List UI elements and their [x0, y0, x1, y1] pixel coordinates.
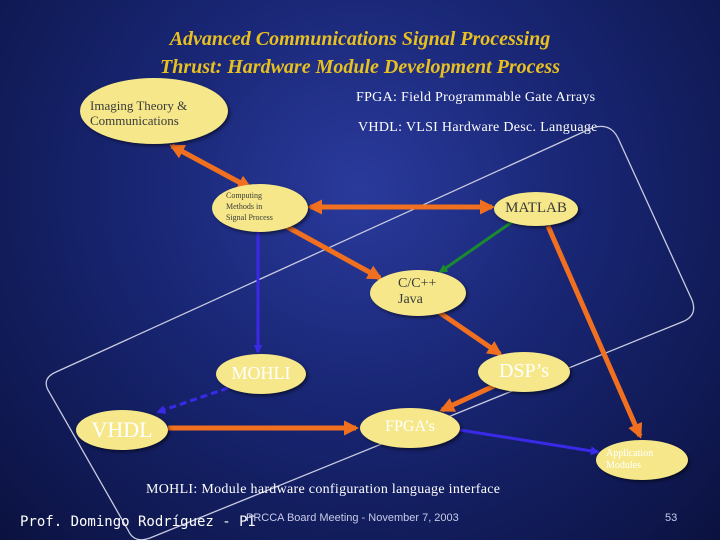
title-line-1: Advanced Communications Signal Processin… [169, 28, 551, 50]
arrow-imaging-computing [169, 143, 253, 191]
node-computing-line2: Methods in [226, 202, 263, 211]
node-vhdl-label: VHDL [91, 417, 153, 442]
arrow-matlab-cpp [438, 220, 513, 274]
footer-presenter: Prof. Domingo Rodríguez - PI [20, 514, 257, 530]
note-mohli: MOHLI: Module hardware configuration lan… [146, 482, 501, 497]
node-application-modules: Application Modules [596, 440, 688, 480]
node-cpp-java: C/C++ Java [370, 270, 466, 316]
node-dsp-label: DSP’s [498, 360, 550, 382]
note-vhdl: VHDL: VLSI Hardware Desc. Language [358, 120, 598, 135]
node-computing-line3: Signal Process [226, 213, 273, 222]
arrow-cpp-dsp [428, 303, 503, 357]
node-vhdl: VHDL [76, 410, 168, 450]
arrow-fpga-app [459, 428, 600, 456]
node-app-line2: Modules [606, 460, 641, 471]
pipeline-outline [45, 125, 695, 540]
node-mohli-label: MOHLI [231, 363, 291, 383]
node-mohli: MOHLI [216, 354, 306, 394]
node-matlab: MATLAB [494, 192, 578, 226]
node-imaging-line1: Imaging Theory & [90, 98, 188, 113]
node-imaging-theory: Imaging Theory & Communications [80, 78, 228, 144]
node-computing-methods: Computing Methods in Signal Process [212, 184, 308, 232]
arrow-dsp-fpga [439, 383, 496, 413]
footer-meeting: PRCCA Board Meeting - November 7, 2003 [246, 512, 459, 524]
node-fpga-label: FPGA’s [385, 418, 435, 435]
node-computing-line1: Computing [226, 191, 263, 200]
arrow-mohli-vhdl [156, 386, 229, 414]
node-cpp-line1: C/C++ [398, 276, 437, 291]
title-line-2: Thrust: Hardware Module Development Proc… [160, 56, 560, 78]
node-dsp: DSP’s [478, 352, 570, 392]
node-matlab-label: MATLAB [505, 200, 567, 216]
node-app-line1: Application [606, 448, 654, 459]
note-fpga: FPGA: Field Programmable Gate Arrays [356, 90, 596, 105]
node-imaging-line2: Communications [90, 113, 179, 128]
node-fpgas: FPGA’s [360, 408, 460, 448]
arrow-matlab-app [545, 224, 643, 439]
footer-page-number: 53 [665, 512, 678, 524]
arrow-computing-cpp [280, 221, 383, 281]
node-cpp-line2: Java [398, 292, 423, 307]
